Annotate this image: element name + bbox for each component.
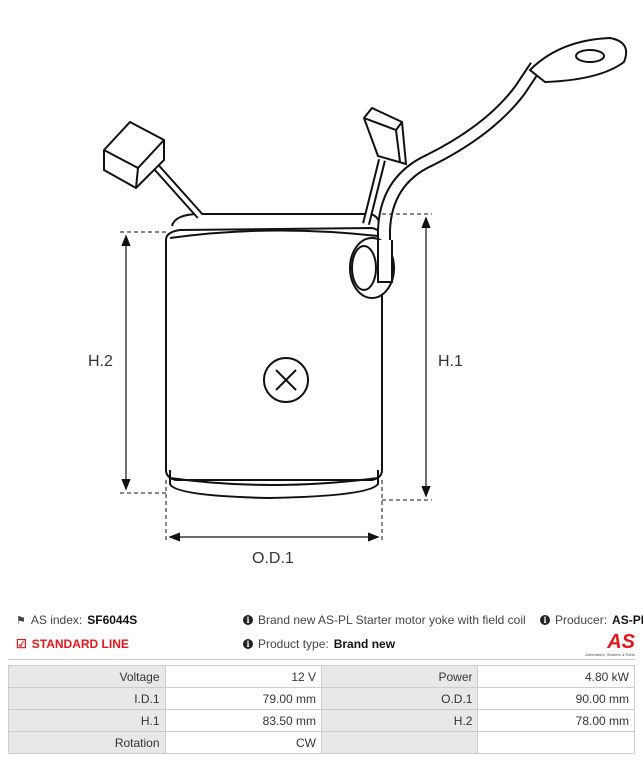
product-type-label: Product type: — [258, 637, 329, 651]
spec-value: 12 V — [164, 665, 323, 688]
spec-label: H.1 — [8, 709, 166, 732]
info-icon: i — [540, 615, 550, 625]
divider — [8, 659, 635, 660]
spec-label: I.D.1 — [8, 687, 166, 710]
info-icon: i — [243, 615, 253, 625]
tags-icon: ⚑ — [16, 614, 26, 627]
spec-value — [477, 731, 635, 754]
standard-line-label: STANDARD LINE — [31, 637, 129, 651]
producer: i Producer: AS-PL — [540, 613, 643, 627]
producer-value: AS-PL — [612, 613, 643, 627]
spec-value: CW — [164, 731, 323, 754]
as-index-value: SF6044S — [87, 613, 138, 627]
product-type-value: Brand new — [333, 637, 396, 651]
od1-label: O.D.1 — [252, 550, 294, 567]
spec-value: 83.50 mm — [164, 709, 323, 732]
spec-value: 79.00 mm — [164, 687, 323, 710]
spec-label: H.2 — [320, 709, 479, 732]
product-type: i Product type: Brand new — [243, 637, 395, 651]
spec-label: Rotation — [8, 731, 166, 754]
as-index-label: AS index: — [30, 613, 83, 627]
spec-label — [320, 731, 479, 754]
producer-label: Producer: — [555, 613, 608, 627]
spec-value: 4.80 kW — [477, 665, 635, 688]
spec-label: O.D.1 — [320, 687, 479, 710]
spec-label: Power — [320, 665, 479, 688]
description: i Brand new AS-PL Starter motor yoke wit… — [243, 613, 526, 627]
checkbox-icon: ☑ — [16, 637, 27, 651]
spec-label: Voltage — [8, 665, 166, 688]
as-pl-logo: AS Alternators, Starters & Parts — [585, 631, 635, 657]
description-text: Brand new AS-PL Starter motor yoke with … — [258, 613, 526, 627]
h2-label: H.2 — [88, 353, 113, 370]
standard-line-badge: ☑ STANDARD LINE — [16, 637, 129, 651]
info-icon: i — [243, 639, 253, 649]
spec-value: 90.00 mm — [477, 687, 635, 710]
h1-label: H.1 — [438, 353, 463, 370]
as-index: ⚑ AS index: SF6044S — [16, 613, 137, 627]
product-drawing: H.2 H.1 O.D.1 — [88, 36, 628, 567]
spec-value: 78.00 mm — [477, 709, 635, 732]
